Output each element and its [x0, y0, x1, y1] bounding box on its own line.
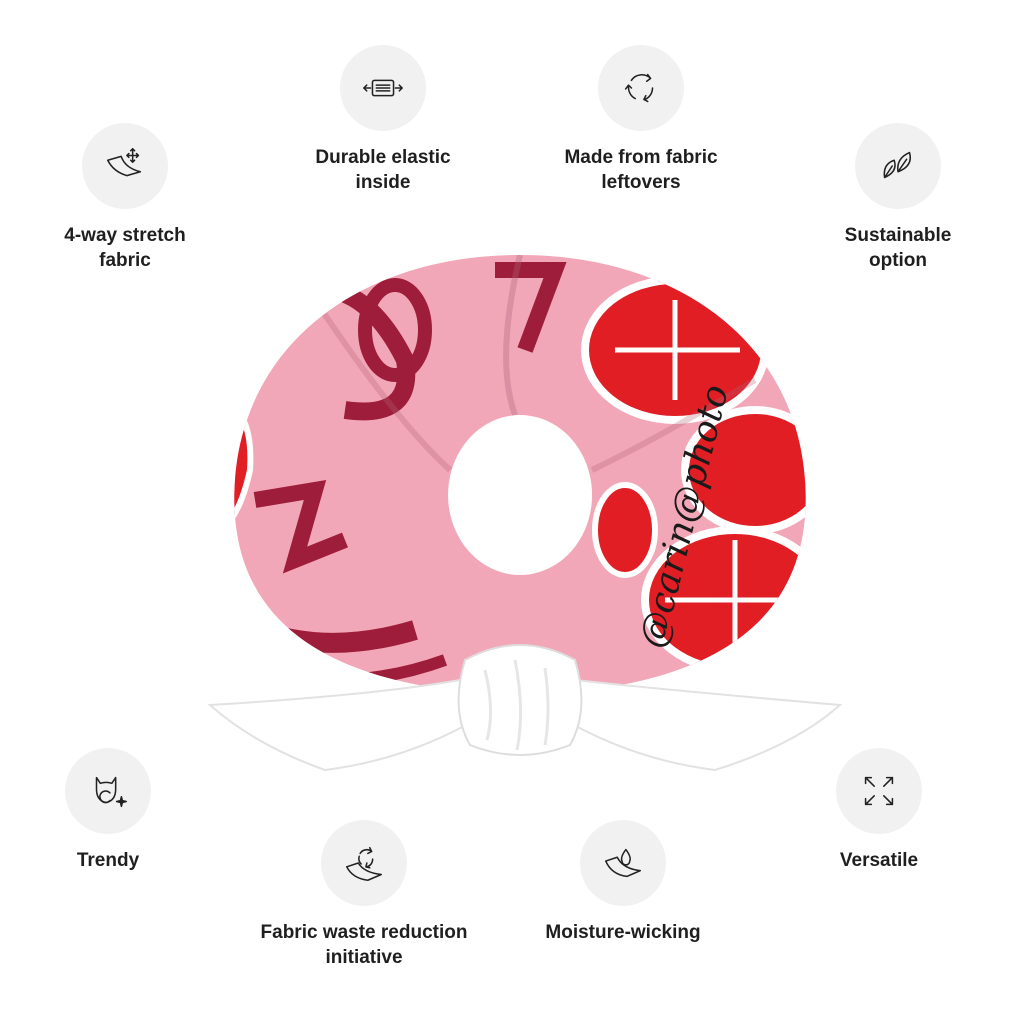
print-red-shape	[592, 482, 658, 578]
leftovers-icon-circle	[598, 45, 684, 131]
feature-label: Trendy	[76, 850, 140, 871]
print-maroon-letter	[253, 480, 348, 574]
fabric-fold-shadow	[312, 298, 453, 473]
scrunchie-white-bow	[207, 644, 843, 772]
feature-label: Versatile	[839, 850, 919, 871]
sustainable-icon-circle	[855, 123, 941, 209]
feature-label: 4-way stretch fabric	[64, 225, 186, 271]
feature-leftovers: Made from fabric leftovers	[511, 45, 771, 195]
feature-label: Made from fabric leftovers	[564, 147, 718, 193]
fabric-fold-shadow	[590, 377, 757, 473]
expand-arrows-icon	[864, 776, 894, 806]
elastic-icon-circle	[340, 45, 426, 131]
elastic-band-icon	[363, 79, 403, 97]
feature-label: Sustainable option	[844, 225, 952, 271]
moisture-icon-circle	[580, 820, 666, 906]
leaves-icon	[883, 151, 911, 179]
feature-versatile: Versatile	[749, 748, 1009, 873]
feature-label: Fabric waste reduction initiative	[260, 922, 468, 968]
feature-moisture: Moisture-wicking	[493, 820, 753, 945]
print-maroon-letter	[495, 262, 567, 353]
fabric-recycle-icon	[345, 846, 383, 882]
stretch-arrows-icon	[106, 147, 142, 177]
stretch-icon-circle	[82, 123, 168, 209]
cat-sparkle-icon	[95, 776, 127, 808]
feature-sustainable: Sustainable option	[768, 123, 1024, 273]
print-maroon-letter	[358, 278, 433, 382]
scrunchie-product-image: @carin@photo	[207, 255, 843, 772]
feature-waste: Fabric waste reduction initiative	[234, 820, 494, 970]
fabric-fold-shadow	[503, 255, 523, 417]
feature-trendy: Trendy	[0, 748, 238, 873]
print-red-shape	[615, 300, 740, 400]
feature-label: Durable elastic inside	[315, 147, 451, 193]
recycle-arrows-icon	[624, 73, 654, 103]
feature-label: Moisture-wicking	[545, 922, 701, 943]
versatile-icon-circle	[836, 748, 922, 834]
feature-stretch: 4-way stretch fabric	[0, 123, 255, 273]
feature-elastic: Durable elastic inside	[253, 45, 513, 195]
water-drop-icon	[604, 848, 642, 878]
waste-icon-circle	[321, 820, 407, 906]
trendy-icon-circle	[65, 748, 151, 834]
